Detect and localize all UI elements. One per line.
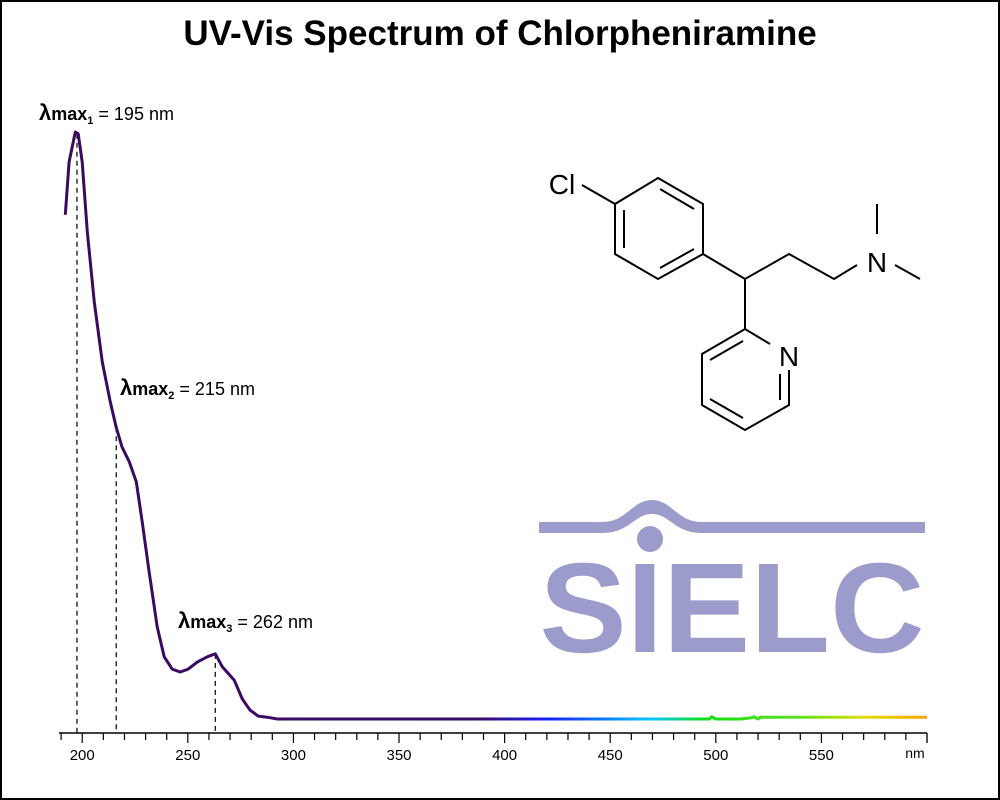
logo-dot (637, 526, 663, 552)
x-tick-label: 500 (703, 747, 728, 764)
chart-title: UV-Vis Spectrum of Chlorpheniramine (183, 14, 817, 53)
x-axis: 200 250 300 350 400 450 500 550 nm (59, 732, 928, 764)
peak-markers: λmax1 = 195 nm λmax2 = 215 nm λmax3 = 262 … (39, 100, 313, 733)
x-tick-label: 200 (70, 747, 95, 764)
chlorpheniramine-structure: Cl N N (549, 169, 921, 432)
logo-swoosh (539, 500, 925, 533)
logo-text: SIELC (540, 537, 925, 680)
peak-label: λmax3 = 262 nm (178, 608, 313, 635)
series-layer (63, 130, 927, 721)
spectrum-line (63, 130, 927, 721)
sielc-logo: SIELC (539, 500, 925, 680)
atom-n-amine: N (867, 247, 887, 278)
x-tick-label: 550 (809, 747, 834, 764)
x-tick-label: 400 (492, 747, 517, 764)
x-tick-label: 250 (175, 747, 200, 764)
atom-cl: Cl (549, 169, 575, 200)
x-axis-label: nm (905, 745, 924, 761)
x-tick-label: 300 (281, 747, 306, 764)
x-tick-label: 450 (598, 747, 623, 764)
x-tick-label: 350 (387, 747, 412, 764)
peak-label: λmax1 = 195 nm (39, 100, 174, 127)
atom-n-pyridine: N (779, 341, 799, 372)
peak-label: λmax2 = 215 nm (120, 375, 255, 402)
